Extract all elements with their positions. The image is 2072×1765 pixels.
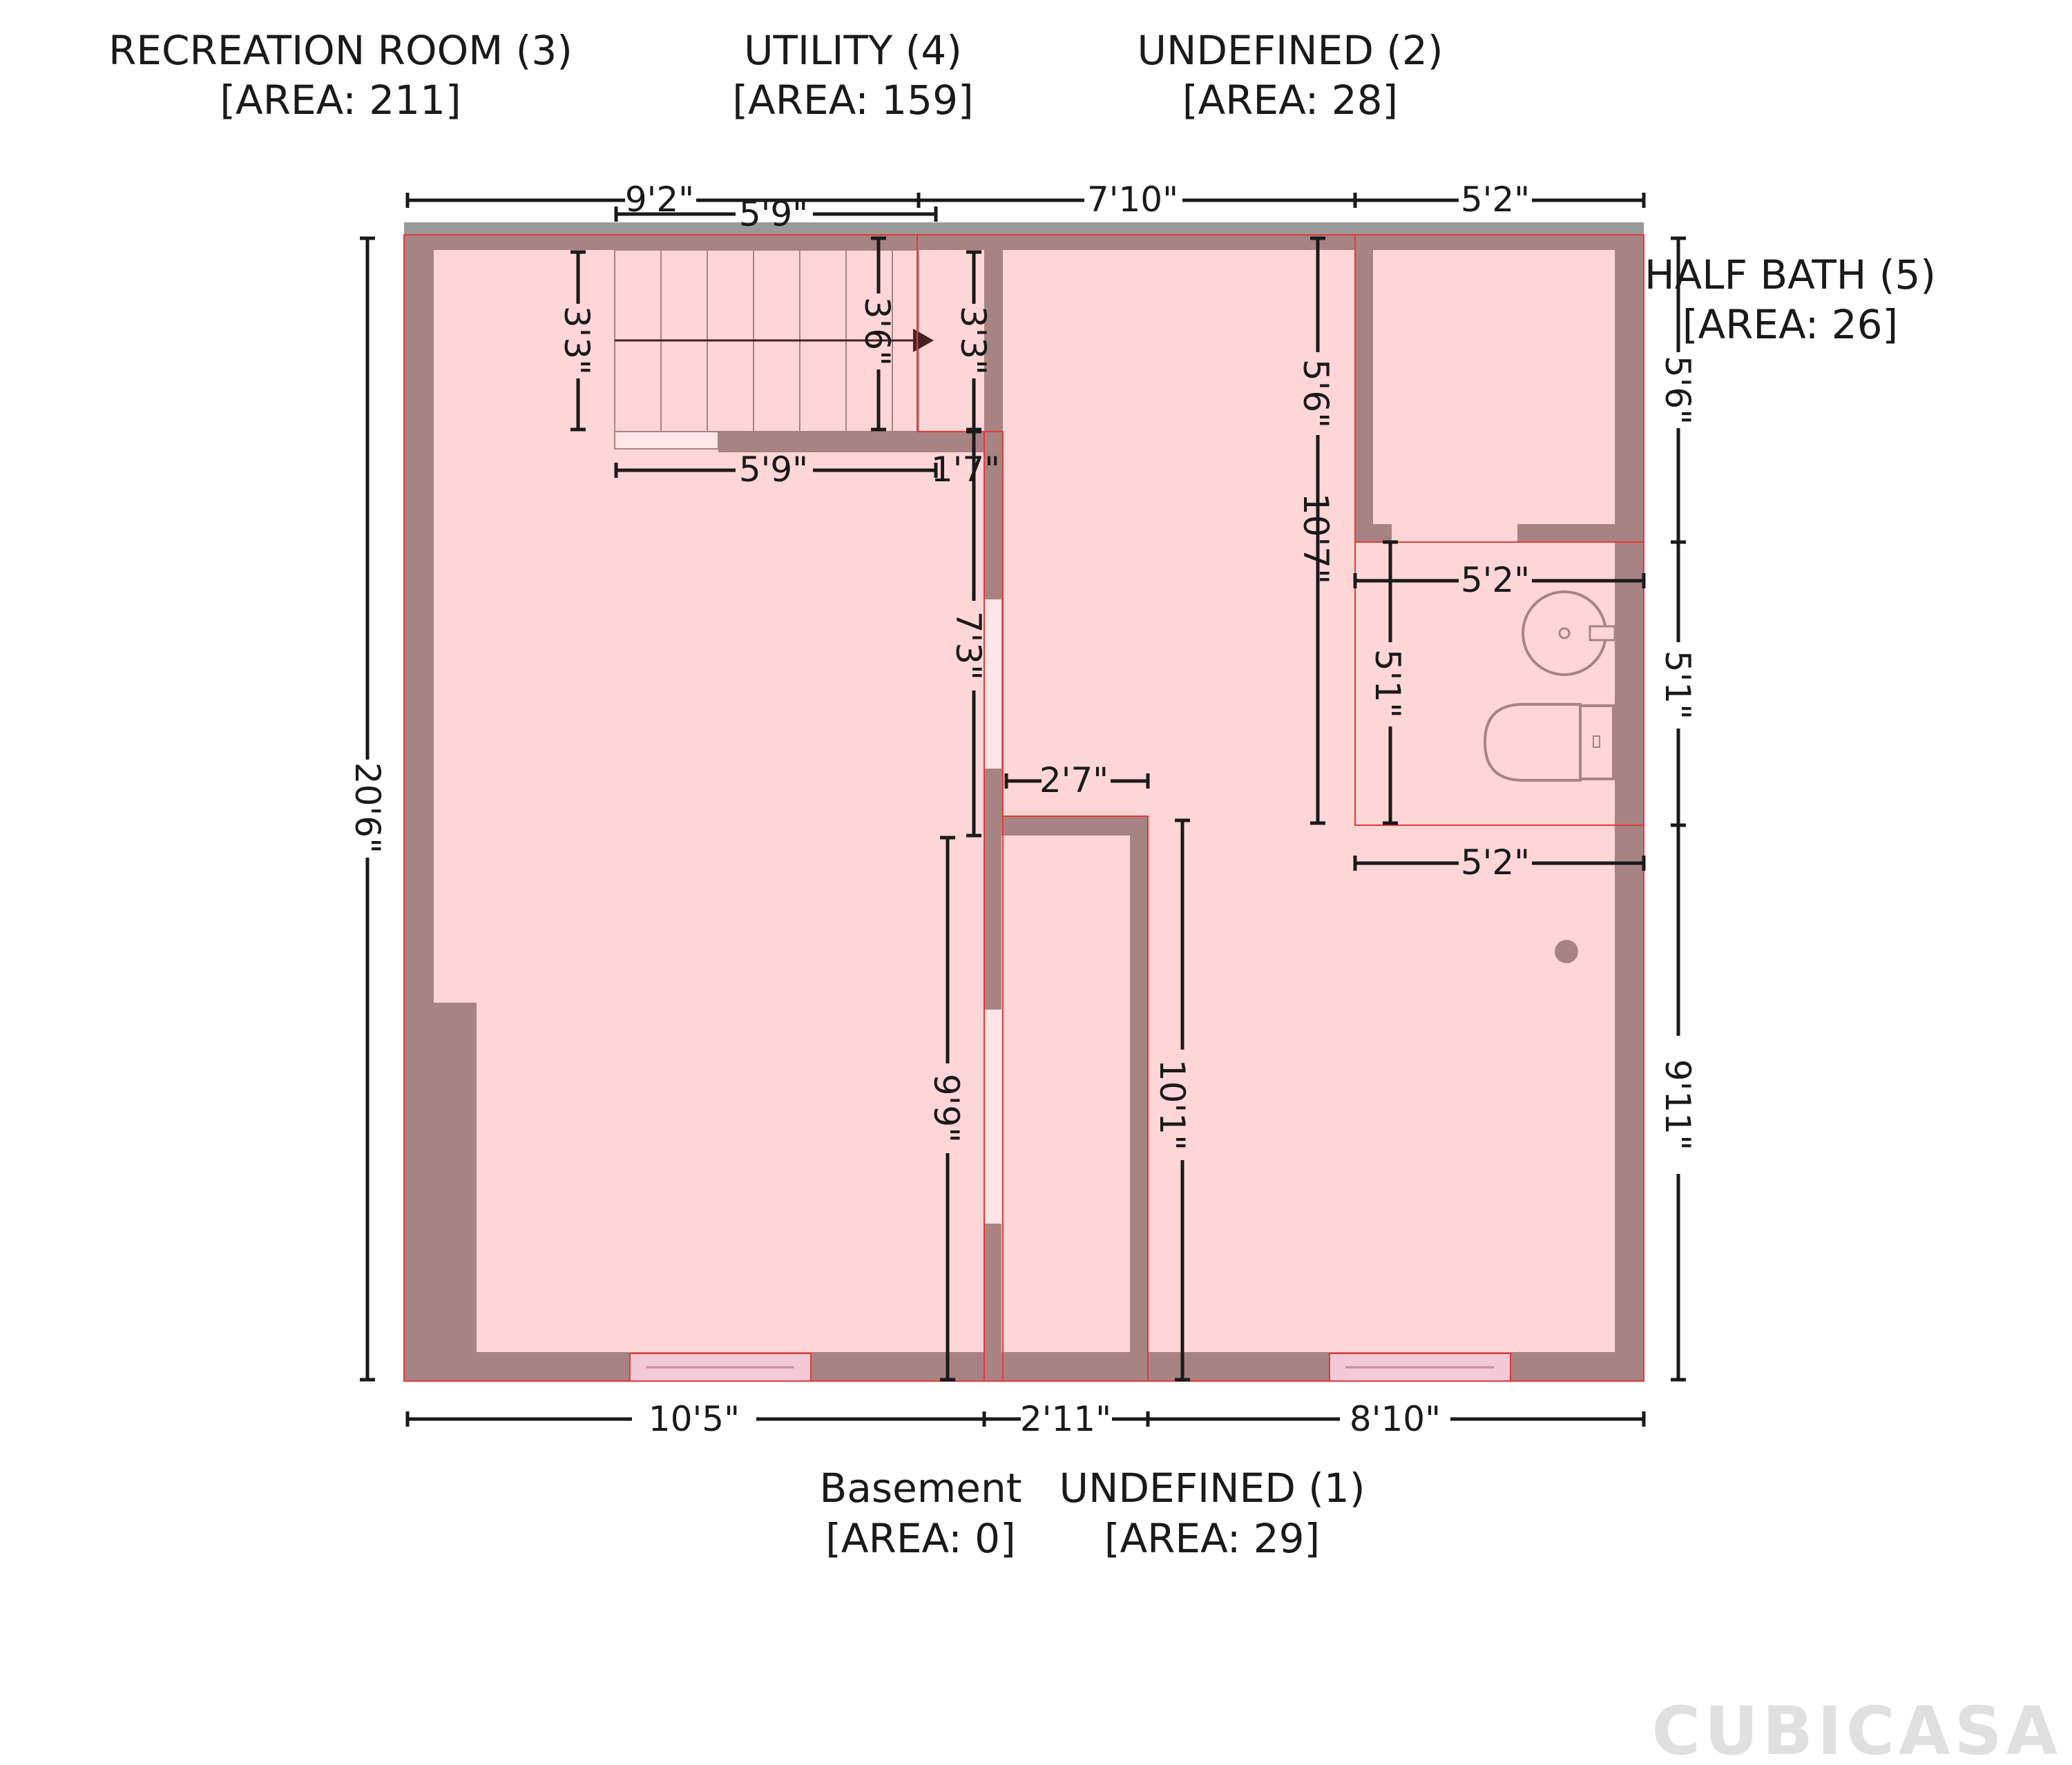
- dim-top-left: 9'2": [625, 180, 694, 220]
- room-area-undefined-1: [AREA: 29]: [1104, 1515, 1320, 1562]
- sink-icon: [1522, 590, 1616, 676]
- closet-door-gap: [1392, 523, 1517, 542]
- dim-bath-height: 5'1": [1368, 649, 1408, 718]
- stair-bottom-step: [614, 431, 719, 450]
- stair-arrow-head: [913, 329, 934, 352]
- toilet-icon: [1483, 703, 1615, 782]
- dim-top-right: 5'2": [1461, 180, 1530, 220]
- hall-door-upper: [984, 599, 1001, 769]
- dim-bottom-left: 10'5": [649, 1399, 740, 1439]
- dim-bath-width-top: 5'2": [1461, 560, 1530, 600]
- dim-stair-bottom: 5'9": [739, 450, 808, 490]
- fixtures: [1483, 590, 1616, 963]
- dim-closet-left-height: 9'9": [926, 1074, 966, 1143]
- room-area-undefined-2: [AREA: 28]: [1182, 77, 1398, 124]
- dim-stair-end: 1'7": [931, 450, 1000, 490]
- basement-closet-floor: [1001, 836, 1130, 1352]
- dim-top-mid: 7'10": [1087, 180, 1178, 220]
- dim-right-middle: 5'1": [1658, 650, 1698, 720]
- dim-hall-width: 2'7": [1039, 760, 1109, 800]
- dim-stair-left: 3'3": [557, 306, 597, 375]
- dim-closet-height: 5'6": [1296, 359, 1336, 428]
- hall-door-lower: [984, 1010, 1001, 1224]
- room-area-basement: [AREA: 0]: [825, 1515, 1015, 1562]
- top-roof-strip: [404, 222, 1644, 235]
- stair-landing-wall: [718, 432, 1001, 452]
- room-name-undefined-2: UNDEFINED (2): [1138, 27, 1443, 74]
- dim-stair-right: 3'3": [953, 306, 993, 375]
- dim-right-lower: 9'11": [1658, 1059, 1698, 1150]
- dim-right-upper: 5'6": [1658, 356, 1698, 425]
- dimension-lines: [360, 193, 1686, 1427]
- room-area-utility: [AREA: 159]: [732, 77, 973, 124]
- dim-stair-mid: 3'6": [857, 297, 897, 366]
- dim-hall-height: 7'3": [948, 611, 988, 680]
- walls-and-floors: [404, 222, 1644, 1381]
- storage-closet-floor: [1373, 250, 1615, 524]
- recreation-room-floor: [434, 250, 984, 1352]
- room-name-basement: Basement: [820, 1465, 1022, 1512]
- dim-left-total: 20'6": [347, 762, 387, 853]
- room-area-recreation: [AREA: 211]: [220, 77, 461, 124]
- dim-utility-height: 10'7": [1296, 493, 1336, 584]
- dim-closet-right-height: 10'1": [1152, 1059, 1192, 1150]
- dim-bath-width-bottom: 5'2": [1461, 842, 1530, 882]
- dim-bottom-mid: 2'11": [1020, 1399, 1111, 1439]
- cubicasa-logo: CUBICASA: [1652, 1692, 2062, 1765]
- floor-drain-icon: [1555, 940, 1578, 963]
- utility-room-floor: [1003, 250, 1615, 1352]
- dim-stair-top: 5'9": [739, 194, 808, 234]
- dim-bottom-right: 8'10": [1350, 1399, 1441, 1439]
- staircase: [614, 249, 934, 450]
- room-outlines: [403, 234, 1644, 1382]
- room-name-undefined-1: UNDEFINED (1): [1059, 1465, 1365, 1512]
- room-name-utility: UTILITY (4): [744, 27, 962, 74]
- room-area-half-bath: [AREA: 26]: [1682, 301, 1898, 348]
- room-labels: RECREATION ROOM (3) [AREA: 211] UTILITY …: [108, 27, 1936, 1562]
- room-name-recreation: RECREATION ROOM (3): [108, 27, 573, 74]
- half-bath-floor: [1355, 542, 1615, 825]
- openings: [629, 599, 1511, 1382]
- room-name-half-bath: HALF BATH (5): [1644, 251, 1936, 298]
- dimension-labels: 9'2" 7'10" 5'2" 5'9" 5'9" 1'7" 2'7" 5'2"…: [347, 180, 1698, 1439]
